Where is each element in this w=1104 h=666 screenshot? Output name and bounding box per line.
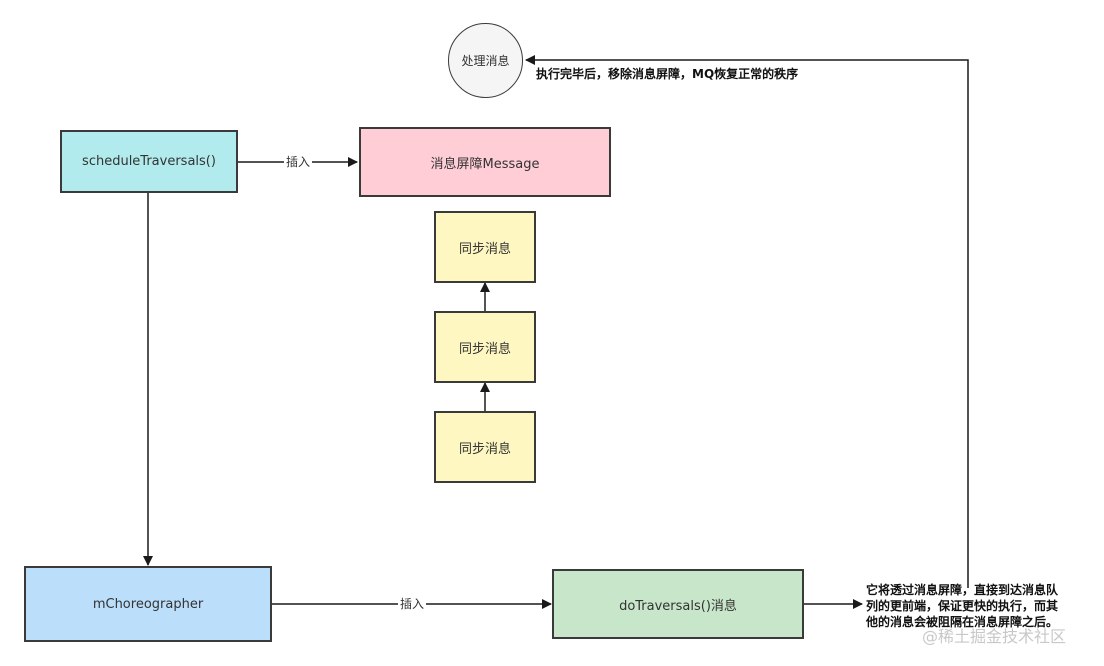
sync-message-node-top: 同步消息 (434, 211, 536, 283)
schedule-traversals-node: scheduleTraversals() (60, 130, 238, 193)
edge-label-insert-do-traversals: 插入 (398, 597, 427, 611)
note-async-line-1: 它将透过消息屏障，直接到达消息队 (866, 583, 1059, 597)
edge-label-insert-barrier: 插入 (284, 155, 313, 169)
barrier-message-node: 消息屏障Message (359, 127, 611, 197)
note-async-priority: 它将透过消息屏障，直接到达消息队 列的更前端，保证更快的执行，而其 他的消息会被… (866, 582, 1058, 630)
note-async-line-2: 列的更前端，保证更快的执行，而其 (866, 599, 1059, 613)
edge-return-to-process (525, 55, 969, 588)
sync-message-node-mid: 同步消息 (434, 311, 536, 383)
do-traversals-node: doTraversals()消息 (552, 569, 804, 639)
watermark: @稀土掘金技术社区 (922, 627, 1067, 646)
process-message-node: 处理消息 (448, 23, 523, 98)
note-restore-order: 执行完毕后，移除消息屏障，MQ恢复正常的秩序 (536, 67, 799, 81)
note-async-line-3: 他的消息会被阻隔在消息屏障之后。 (866, 615, 1059, 629)
sync-message-node-bottom: 同步消息 (434, 411, 536, 483)
choreographer-node: mChoreographer (24, 566, 272, 642)
